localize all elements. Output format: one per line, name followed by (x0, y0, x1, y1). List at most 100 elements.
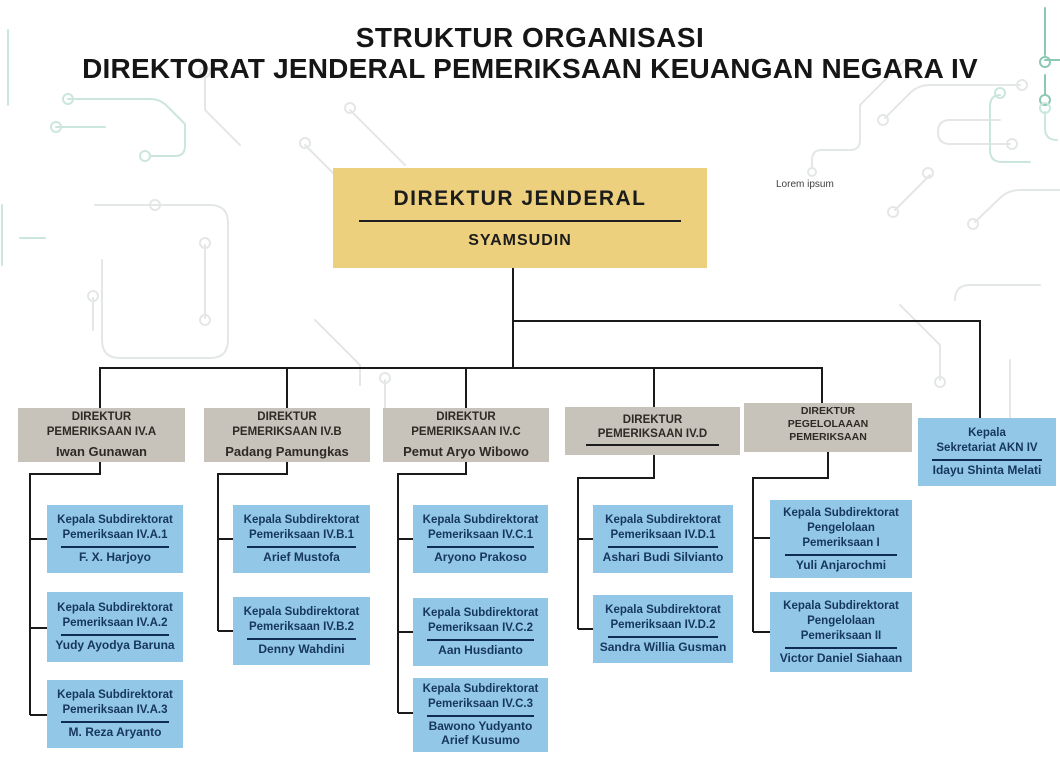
separator (784, 646, 898, 649)
node-subdirektorat-iv-a-2: Kepala Subdirektorat Pemeriksaan IV.A.2 … (47, 592, 183, 662)
node-direktur-jenderal: DIREKTUR JENDERAL SYAMSUDIN (333, 168, 707, 268)
page-title: STRUKTUR ORGANISASI DIREKTORAT JENDERAL … (0, 22, 1060, 85)
separator (932, 459, 1042, 462)
title-line: Kepala Subdirektorat (422, 514, 539, 527)
node-direktur-pemeriksaan-iv-a: DIREKTUR PEMERIKSAAN IV.A Iwan Gunawan (18, 408, 185, 462)
title-line: Kepala (968, 427, 1006, 440)
title-line: PEMERIKSAAN IV.A (46, 425, 157, 438)
title-line: Kepala Subdirektorat (243, 606, 360, 619)
node-subdirektorat-iv-c-2: Kepala Subdirektorat Pemeriksaan IV.C.2 … (413, 598, 548, 666)
node-name: Bawono Yudyanto Arief Kusumo (428, 719, 533, 747)
node-subdirektorat-iv-a-3: Kepala Subdirektorat Pemeriksaan IV.A.3 … (47, 680, 183, 748)
node-name: F. X. Harjoyo (78, 550, 152, 565)
separator (247, 546, 356, 549)
title-line: DIREKTUR (257, 411, 317, 424)
node-subdirektorat-iv-c-1: Kepala Subdirektorat Pemeriksaan IV.C.1 … (413, 505, 548, 573)
title-line: Kepala Subdirektorat (422, 683, 539, 696)
node-subdirektorat-iv-b-2: Kepala Subdirektorat Pemeriksaan IV.B.2 … (233, 597, 370, 665)
title-line: Pemeriksaan IV.B.1 (248, 529, 355, 542)
title-line: PEMERIKSAAN IV.C (411, 425, 521, 438)
node-title: Kepala Subdirektorat Pemeriksaan IV.A.2 (57, 601, 173, 631)
separator (427, 715, 534, 718)
title-line: PEGELOLAAAN PEMERIKSAAN (787, 417, 869, 444)
title-line: Sekretariat AKN IV (936, 442, 1038, 455)
node-title: Kepala Subdirektorat Pengelolaan Pemerik… (783, 599, 899, 644)
node-name: Padang Pamungkas (225, 444, 349, 460)
node-title: Kepala Subdirektorat Pemeriksaan IV.B.1 (244, 513, 360, 543)
title-line: Pemeriksaan IV.C.2 (427, 622, 534, 635)
node-direktur-pemeriksaan-iv-d: DIREKTUR PEMERIKSAAN IV.D (565, 407, 740, 455)
node-title: Kepala Subdirektorat Pemeriksaan IV.C.2 (423, 606, 539, 636)
separator (427, 546, 534, 549)
node-name: Yudy Ayodya Baruna (55, 638, 175, 653)
separator (358, 219, 682, 222)
separator (61, 546, 169, 549)
node-subdirektorat-iv-a-1: Kepala Subdirektorat Pemeriksaan IV.A.1 … (47, 505, 183, 573)
node-direktur-pemeriksaan-iv-b: DIREKTUR PEMERIKSAAN IV.B Padang Pamungk… (204, 408, 370, 462)
title-line: DIREKTUR (436, 411, 496, 424)
title-line: Pemeriksaan IV.A.3 (62, 704, 168, 717)
separator (607, 546, 719, 549)
node-name: Aan Husdianto (438, 643, 523, 658)
node-title: Kepala Subdirektorat Pemeriksaan IV.D.1 (605, 513, 721, 543)
separator (427, 639, 534, 642)
node-name: Sandra Willia Gusman (599, 640, 727, 655)
node-title: Kepala Subdirektorat Pemeriksaan IV.A.1 (57, 513, 173, 543)
title-line: Kepala Subdirektorat (243, 514, 360, 527)
node-name: Yuli Anjarochmi (795, 557, 887, 572)
node-name: Aryono Prakoso (434, 550, 527, 565)
node-name: Denny Wahdini (258, 642, 345, 657)
node-direktur-pegelolaaan-pemeriksaan: DIREKTUR PEGELOLAAAN PEMERIKSAAN (744, 403, 912, 452)
title-line: Pemeriksaan IV.D.2 (610, 619, 716, 632)
title-line: DIREKTUR (71, 411, 132, 424)
title-line: DIREKTUR (800, 404, 856, 417)
node-title: DIREKTUR PEMERIKSAAN IV.A (47, 410, 157, 439)
title-line: Pengelolaan (807, 521, 875, 534)
separator (607, 636, 719, 639)
title-line: Kepala Subdirektorat (57, 689, 173, 702)
node-title: Kepala Subdirektorat Pemeriksaan IV.A.3 (57, 688, 173, 718)
page-title-line-2: DIREKTORAT JENDERAL PEMERIKSAAN KEUANGAN… (82, 53, 978, 85)
title-line: Pengelolaan (807, 614, 875, 627)
node-title: Kepala Subdirektorat Pemeriksaan IV.C.1 (423, 513, 539, 543)
node-subdirektorat-iv-d-2: Kepala Subdirektorat Pemeriksaan IV.D.2 … (593, 595, 733, 663)
node-name: Idayu Shinta Melati (932, 463, 1042, 478)
node-name: SYAMSUDIN (468, 231, 572, 249)
title-line: Pemeriksaan IV.A.1 (62, 529, 168, 542)
title-line: Kepala Subdirektorat (57, 514, 173, 527)
title-line: Kepala Subdirektorat (57, 602, 173, 615)
node-name: Ashari Budi Silvianto (602, 550, 724, 565)
title-line: Pemeriksaan IV.A.2 (62, 617, 168, 630)
title-line: Kepala Subdirektorat (605, 604, 721, 617)
node-title: DIREKTUR PEGELOLAAAN PEMERIKSAAN (748, 405, 908, 444)
node-direktur-pemeriksaan-iv-c: DIREKTUR PEMERIKSAAN IV.C Pemut Aryo Wib… (383, 408, 549, 462)
title-line: Pemeriksaan IV.B.2 (248, 621, 355, 634)
node-title: DIREKTUR JENDERAL (393, 186, 647, 210)
title-line: Kepala Subdirektorat (783, 506, 899, 519)
node-kepala-sekretariat-akn-iv: Kepala Sekretariat AKN IV Idayu Shinta M… (918, 418, 1056, 486)
title-line: PEMERIKSAAN IV.B (232, 425, 342, 438)
page-title-line-1: STRUKTUR ORGANISASI (355, 22, 705, 53)
title-line: Pemeriksaan IV.C.1 (427, 529, 534, 542)
title-line: Kepala Subdirektorat (605, 514, 721, 527)
node-title: Kepala Subdirektorat Pengelolaan Pemerik… (783, 506, 899, 551)
lorem-ipsum-note: Lorem ipsum (776, 179, 834, 190)
separator (247, 638, 356, 641)
title-line: Kepala Subdirektorat (422, 607, 539, 620)
title-line: PEMERIKSAAN IV.D (597, 428, 708, 440)
title-line: Pemeriksaan II (800, 629, 882, 642)
title-line: Pemeriksaan IV.D.1 (610, 529, 716, 542)
node-name: Arief Mustofa (263, 550, 340, 565)
separator (585, 444, 720, 447)
node-name: Pemut Aryo Wibowo (403, 444, 529, 460)
node-subdirektorat-pengelolaan-pemeriksaan-1: Kepala Subdirektorat Pengelolaan Pemerik… (770, 500, 912, 578)
title-line: Pemeriksaan IV.C.3 (427, 698, 534, 711)
node-subdirektorat-iv-c-3: Kepala Subdirektorat Pemeriksaan IV.C.3 … (413, 678, 548, 752)
node-title: DIREKTUR PEMERIKSAAN IV.D (598, 413, 708, 442)
node-title: DIREKTUR PEMERIKSAAN IV.C (411, 410, 521, 439)
node-title: Kepala Subdirektorat Pemeriksaan IV.C.3 (423, 682, 539, 712)
node-subdirektorat-pengelolaan-pemeriksaan-2: Kepala Subdirektorat Pengelolaan Pemerik… (770, 592, 912, 672)
node-title: Kepala Subdirektorat Pemeriksaan IV.D.2 (605, 603, 721, 633)
title-line: Pemeriksaan I (802, 536, 880, 549)
